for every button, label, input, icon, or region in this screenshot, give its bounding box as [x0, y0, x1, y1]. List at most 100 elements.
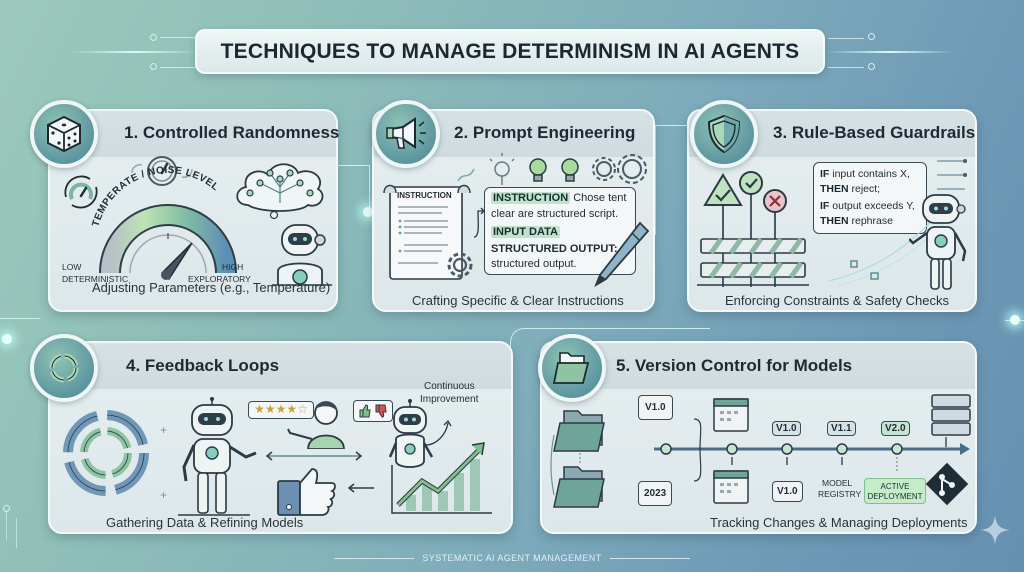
bidirectional-arrow-icon [265, 451, 363, 461]
gauge-low-label: LOW [62, 262, 82, 272]
thought-cloud-icon [236, 163, 324, 220]
bottom-version-card: V1.0 [772, 481, 803, 502]
rule-keyword: THEN [820, 183, 849, 195]
plus-sign: + [160, 423, 168, 437]
version-tag-v1-1: V1.1 [827, 421, 856, 436]
instruction-scroll-icon [383, 184, 471, 280]
instruction-tag: INSTRUCTION [491, 192, 571, 204]
deployment-label: DEPLOYMENT [867, 492, 923, 501]
panel-caption: Crafting Specific & Clear Instructions [412, 293, 624, 308]
refresh-gauge-icon [64, 175, 98, 209]
panel-title: 1. Controlled Randomness [124, 123, 340, 142]
rule-text: reject; [848, 183, 881, 195]
circuit-trace [160, 37, 196, 43]
version-tag-v2-0: V2.0 [881, 421, 910, 436]
model-registry-label-2: REGISTRY [818, 489, 862, 499]
timeline [654, 394, 971, 506]
thumbs-up-large-icon [277, 468, 336, 516]
page-title: TECHNIQUES TO MANAGE DETERMINISM IN AI A… [220, 39, 800, 63]
rule-keyword: IF [820, 168, 830, 180]
robot-icon [909, 194, 967, 290]
rule-text: output exceeds Y, [829, 200, 915, 212]
circuit-node [150, 63, 157, 70]
rating-bubble: ★★★★☆ [248, 401, 314, 419]
active-deployment-badge: ACTIVE DEPLOYMENT [864, 478, 926, 504]
cycle-arrows-badge-icon [49, 353, 79, 383]
gauge-high-label: HIGH [222, 262, 244, 272]
panel-header [50, 343, 511, 389]
panel-caption: Tracking Changes & Managing Deployments [710, 515, 968, 530]
growth-chart-icon [391, 419, 492, 514]
connector-1-2 [338, 165, 370, 213]
rule-text: input contains X, [829, 168, 910, 180]
connector-left [0, 318, 40, 319]
input-data-tag: INPUT DATA [491, 226, 560, 238]
instruction-line2: clear are structured script. [491, 208, 619, 220]
badge-prompt-engineering [372, 100, 440, 168]
title-banner: TECHNIQUES TO MANAGE DETERMINISM IN AI A… [195, 29, 825, 74]
active-label: ACTIVE [880, 482, 910, 491]
rules-card: IF input contains X, THEN reject; IF out… [813, 162, 927, 234]
glow-line [70, 51, 200, 53]
model-registry-label-1: MODEL [822, 478, 853, 488]
megaphone-icon [386, 117, 426, 149]
circuit-node [3, 505, 10, 512]
gauge-high-sublabel: EXPLORATORY [188, 274, 251, 284]
mini-gauge-icon [131, 156, 193, 186]
ideas-row-icon [457, 153, 647, 185]
connector-node [363, 207, 373, 217]
robot-small-icon [388, 399, 434, 468]
plus-sign: + [160, 488, 168, 502]
svg-text:TEMPERATE / NOISE LEVEL: TEMPERATE / NOISE LEVEL [91, 165, 221, 228]
panel-title: 4. Feedback Loops [126, 356, 280, 375]
panel-title: 3. Rule-Based Guardrails [773, 123, 976, 142]
footer-text: SYSTEMATIC AI AGENT MANAGEMENT [422, 553, 602, 563]
circuit-node [868, 33, 875, 40]
star-rating: ★★★★☆ [254, 402, 308, 416]
footer-divider [609, 557, 690, 559]
badge-version-control [538, 334, 606, 402]
calendar-year-card: 2023 [638, 481, 673, 506]
circuit-trace [828, 38, 864, 44]
robot-icon [272, 224, 332, 286]
barrier-signs-icon [697, 171, 809, 287]
thumbs-up-icon [359, 404, 371, 418]
sparkle-icon [980, 515, 1010, 545]
panel-feedback-loops: 4. Feedback Loops + + ★★★★☆ [48, 341, 513, 534]
connector-node [1010, 315, 1020, 325]
temperature-gauge [99, 204, 237, 281]
panel-controlled-randomness: 1. Controlled Randomness TEMPERATE / [48, 109, 340, 312]
connector-node [2, 334, 12, 344]
scroll-label: INSTRUCTION [397, 191, 452, 200]
circuit-trace [6, 510, 7, 540]
structured-output-text: structured output. [491, 258, 577, 270]
left-arrow-icon [347, 483, 374, 493]
continuous-label: Continuous [424, 381, 475, 392]
rule-line: IF input contains X, [820, 168, 910, 180]
circuit-node [868, 63, 875, 70]
gauge-arc-label: TEMPERATE / NOISE LEVEL [91, 165, 221, 228]
thumbs-bubble [353, 400, 393, 422]
circuit-trace [160, 62, 196, 68]
rule-line: IF output exceeds Y, [820, 200, 915, 212]
badge-feedback-loops [30, 334, 98, 402]
panel-header [542, 343, 975, 389]
badge-controlled-randomness [30, 100, 98, 168]
folders-badge-icon [552, 352, 590, 384]
panel-caption: Enforcing Constraints & Safety Checks [725, 293, 949, 308]
robot-icon [178, 397, 257, 516]
structured-output-label: STRUCTURED OUTPUT: [491, 243, 618, 255]
version-tag-v1-0: V1.0 [772, 421, 801, 436]
person-icon [287, 401, 345, 449]
gear-icon [447, 252, 473, 278]
pen-icon [594, 221, 650, 288]
connector-2-3 [655, 125, 690, 235]
instruction-text: Chose tent [573, 192, 627, 204]
rule-keyword: THEN [820, 215, 849, 227]
improvement-label: Improvement [420, 394, 479, 405]
folders-icon [550, 410, 605, 508]
panel-title: 5. Version Control for Models [616, 356, 853, 375]
footer-divider [334, 557, 415, 559]
rule-line: THEN reject; [820, 183, 880, 195]
panel-title: 2. Prompt Engineering [454, 123, 636, 142]
